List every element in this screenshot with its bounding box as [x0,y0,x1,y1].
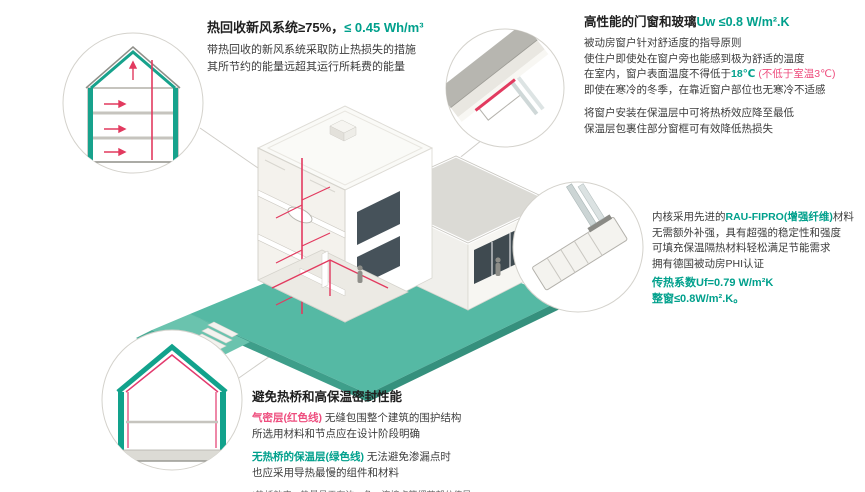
thermal-bridge-block: 避免热桥和高保温密封性能 气密层(红色线) 无缝包围整个建筑的围护结构 所选用材… [252,386,472,492]
callout-heat-recovery-section [62,32,204,174]
material-line-2: 无需额外补强，具有超强的稳定性和强度 [652,226,841,239]
windows-title-main: 高性能的门窗和玻璃 [584,15,697,29]
thermal-line-3: 无热桥的保温层(绿色线) 无法避免渗漏点时 [252,450,472,466]
thermal-footnote: *热桥效应：热量易于在边、角、连接点等细节部分传导 [252,488,472,492]
heat-recovery-block: 热回收新风系统≥75%，≤ 0.45 Wh/m³ 带热回收的新风系统采取防止热损… [207,17,424,75]
material-line-1-pre: 内核采用先进的 [652,211,726,223]
windows-block: 高性能的门窗和玻璃Uw ≤0.8 W/m².K 被动房窗户针对舒适度的指导原则 … [584,11,835,137]
windows-body-2: 使住户即使处在窗户旁也能感到极为舒适的温度 [584,52,805,65]
thermal-line-1-rest: 无缝包围整个建筑的围护结构 [322,412,462,424]
heat-recovery-title-value: ≤ 0.45 Wh/m³ [344,20,424,35]
window-opening [357,191,400,245]
house-cutaway [256,105,558,323]
airtight-layer-label: 气密层(红色线) [252,412,322,424]
callout-envelope-section [101,329,243,471]
material-line-3: 可填充保温隔热材料轻松满足节能需求 [652,242,831,254]
thermal-bridge-title: 避免热桥和高保温密封性能 [252,390,403,404]
heat-recovery-body-1: 带热回收的新风系统采取防止热损失的措施 [207,44,416,56]
thermal-line-4: 也应采用导热最慢的组件和材料 [252,466,399,479]
airflow-arrows [104,60,138,157]
material-line-1: 内核采用先进的RAU-FIPRO(增强纤维)材料 [652,210,854,226]
material-stat-uf: 传热系数Uf=0.79 W/m²K [652,277,774,289]
windows-body-6: 保温层包裹住部分窗框可有效降低热损失 [584,122,773,135]
insulation-layer-label: 无热桥的保温层(绿色线) [252,451,364,463]
heat-recovery-title-main: 热回收新风系统≥75%， [207,20,345,35]
floor-ducts [271,259,389,296]
windows-title: 高性能的门窗和玻璃Uw ≤0.8 W/m².K [584,11,835,30]
windows-title-value: Uw ≤0.8 W/m².K [696,15,790,29]
heat-recovery-body-2: 其所节约的能量远超其运行所耗费的能量 [207,60,405,73]
callout-window-profile [512,181,644,313]
windows-body-3-pre: 在室内，窗户表面温度不得低于 [584,68,731,80]
material-stat-uw: 整窗≤0.8W/m².K。 [652,293,745,305]
material-line-1-highlight: RAU-FIPRO(增强纤维) [725,211,833,223]
material-block: 内核采用先进的RAU-FIPRO(增强纤维)材料 无需额外补强，具有超强的稳定性… [652,210,854,307]
thermal-line-2: 所选用材料和节点应在设计阶段明确 [252,427,420,440]
thermal-line-3-rest: 无法避免渗漏点时 [364,451,451,463]
heat-recovery-title: 热回收新风系统≥75%，≤ 0.45 Wh/m³ [207,17,424,36]
windows-body-1: 被动房窗户针对舒适度的指导原则 [584,37,742,49]
material-line-4: 拥有德国被动房PHI认证 [652,257,765,270]
thermal-line-1: 气密层(红色线) 无缝包围整个建筑的围护结构 [252,411,472,427]
callout-window-install-detail [445,28,565,148]
person-figure [357,257,501,283]
windows-body-3: 在室内，窗户表面温度不得低于18℃ (不低于室温3℃) [584,67,835,83]
windows-body-5: 将窗户安装在保温层中可将热桥效应降至最低 [584,107,794,119]
windows-body-3-note: (不低于室温3℃) [758,68,836,80]
windows-body-4: 即使在寒冷的冬季，在靠近窗户部位也无寒冷不适感 [584,83,826,96]
material-line-1-post: 材料 [832,211,854,223]
windows-body-3-temp: 18℃ [731,68,759,80]
